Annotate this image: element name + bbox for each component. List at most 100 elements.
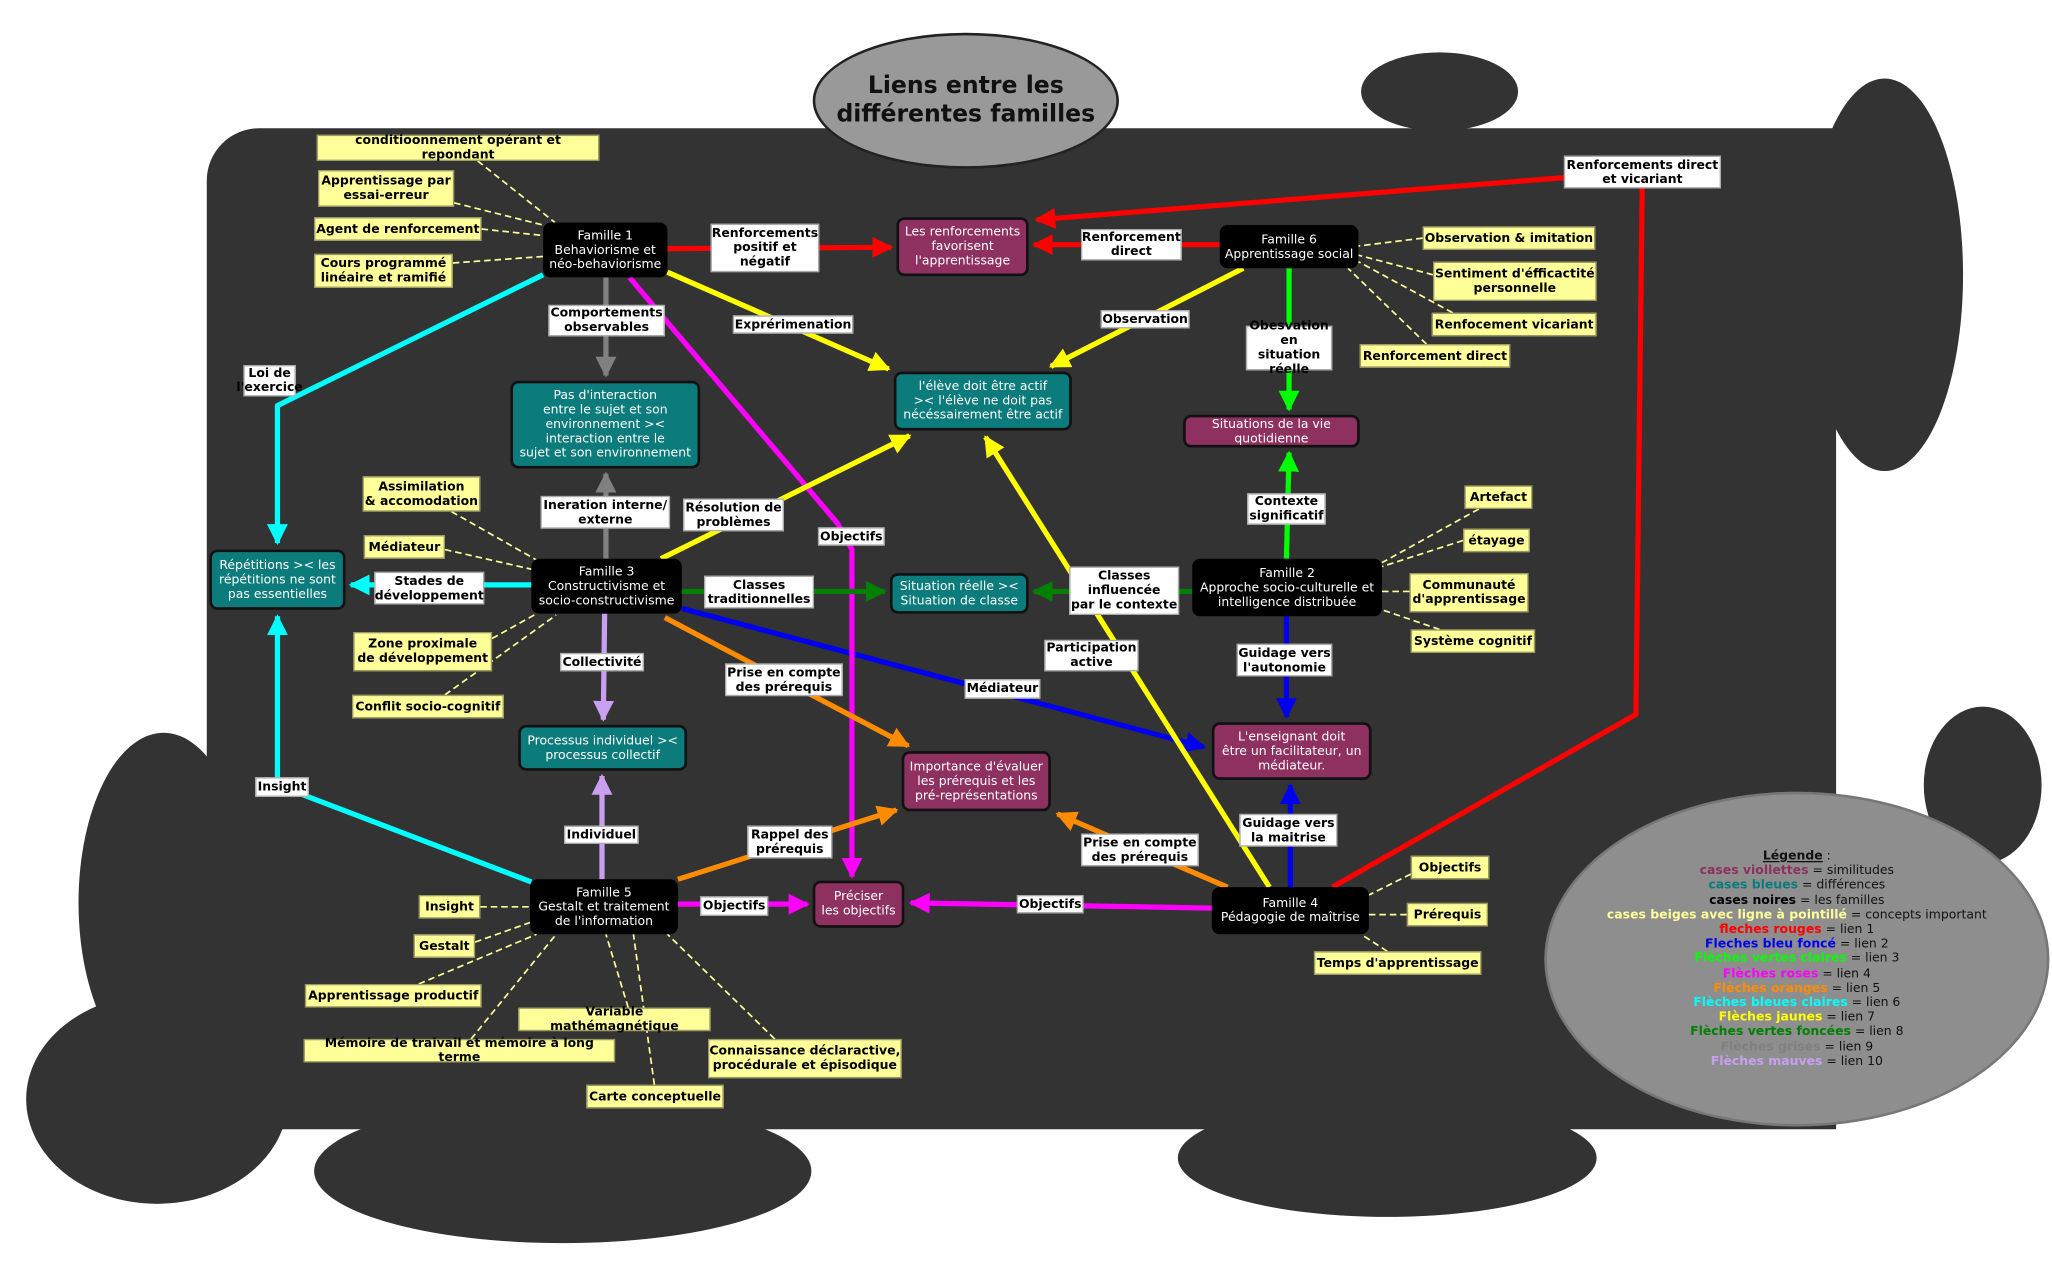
- similarity-renforcements[interactable]: Les renforcements favorisent l'apprentis…: [896, 217, 1029, 277]
- family-5-node[interactable]: Famille 5 Gestalt et traitement de l'inf…: [530, 879, 678, 935]
- difference-interaction[interactable]: Pas d'interaction entre le sujet et son …: [510, 380, 701, 469]
- legend-item-key: Flèches vertes foncées: [1690, 1025, 1851, 1040]
- concept-box[interactable]: Médiateur: [363, 535, 445, 559]
- legend-heading-row: Légende :: [1763, 849, 1831, 864]
- link-label: Classes traditionnelles: [704, 575, 815, 609]
- family-1-node[interactable]: Famille 1 Behaviorisme et néo-behavioris…: [543, 222, 668, 278]
- concept-box[interactable]: Connaissance déclaractive, procédurale e…: [708, 1038, 902, 1079]
- concept-box[interactable]: Sentiment d'éfficactité personnelle: [1433, 261, 1597, 301]
- family-6-node[interactable]: Famille 6 Apprentissage social: [1219, 225, 1359, 269]
- concept-box[interactable]: Variable mathémagnétique: [518, 1005, 711, 1034]
- legend-item-meaning: = lien 9: [1820, 1039, 1874, 1055]
- similarity-enseignant[interactable]: L'enseignant doit être un facilitateur, …: [1211, 722, 1372, 780]
- link-label: Exprérimenation: [732, 315, 854, 334]
- concept-box[interactable]: Système cognitif: [1410, 629, 1536, 653]
- concept-box[interactable]: Assimilation & accomodation: [362, 476, 481, 512]
- concept-box[interactable]: conditioonnement opérant et repondant: [316, 133, 600, 162]
- concept-box[interactable]: Gestalt: [413, 934, 476, 958]
- legend-item-meaning: = lien 7: [1822, 1010, 1876, 1025]
- legend-heading: Légende: [1762, 849, 1823, 864]
- legend-item: cases viollettes = similitudes: [1607, 864, 1987, 879]
- concept-box[interactable]: Renforcement direct: [1359, 344, 1511, 368]
- legend-item-key: cases viollettes: [1699, 863, 1809, 879]
- link-label: Comportements observables: [548, 304, 665, 337]
- link-label: Renforcement direct: [1080, 228, 1182, 261]
- similarity-preciser[interactable]: Préciser les objectifs: [812, 880, 905, 928]
- legend-item: Flèches vertes foncées = lien 8: [1607, 1025, 1987, 1040]
- legend-item: fleches rouges = lien 1: [1607, 922, 1987, 937]
- concept-box[interactable]: Communauté d'apprentissage: [1409, 573, 1529, 613]
- legend: Légende : cases viollettes = similitudes…: [1544, 791, 2050, 1127]
- legend-item: cases beiges avec ligne à pointillé = co…: [1607, 908, 1987, 923]
- concept-box[interactable]: Renfocement vicariant: [1431, 312, 1597, 337]
- legend-item-meaning: = lien 2: [1835, 937, 1889, 952]
- legend-item-key: cases beiges avec ligne à pointillé: [1606, 907, 1847, 923]
- legend-item-meaning: = concepts important: [1846, 907, 1987, 923]
- similarity-importance[interactable]: Importance d'évaluer les prérequis et le…: [901, 751, 1051, 812]
- legend-item-meaning: = similitudes: [1808, 863, 1895, 879]
- link-label: Prise en compte des prérequis: [1080, 833, 1199, 867]
- link-label: Guidage vers l'autonomie: [1236, 643, 1333, 677]
- concept-box[interactable]: Observation & imitation: [1422, 226, 1596, 250]
- legend-item-key: fleches rouges: [1719, 922, 1822, 937]
- legend-item: Flèches oranges = lien 5: [1607, 981, 1987, 996]
- legend-item-key: Flèches mauves: [1710, 1054, 1823, 1069]
- concept-box[interactable]: Objectifs: [1410, 855, 1490, 880]
- link-label: Obesvation en situation réelle: [1245, 319, 1333, 377]
- link-label: Médiateur: [964, 679, 1041, 699]
- concept-box[interactable]: Mémoire de traivail et mémoire à long te…: [303, 1036, 616, 1065]
- link-label: Résolution de problèmes: [683, 498, 784, 532]
- legend-item: cases bleues = différences: [1607, 878, 1987, 893]
- link-label: Renforcements positif et négatif: [710, 223, 820, 273]
- link-label: Objectifs: [700, 896, 769, 916]
- difference-processus[interactable]: Processus individuel >< processus collec…: [518, 724, 688, 771]
- legend-item-key: cases bleues: [1708, 878, 1799, 893]
- link-label: Objectifs: [817, 527, 885, 546]
- difference-repetitions[interactable]: Répétitions >< les répétitions ne sont p…: [209, 549, 346, 610]
- legend-item-key: Flèches vertes claires: [1694, 951, 1847, 967]
- yellow-arrow: [659, 433, 912, 562]
- link-label: Loi de l'exercice: [236, 365, 303, 397]
- legend-item-meaning: = lien 6: [1847, 995, 1901, 1011]
- difference-situation[interactable]: Situation réelle >< Situation de classe: [889, 573, 1029, 614]
- family-4-node[interactable]: Famille 4 Pédagogie de maîtrise: [1211, 887, 1369, 935]
- difference-actif[interactable]: l'élève doit être actif >< l'élève ne do…: [893, 371, 1072, 431]
- concept-box[interactable]: Conflit socio-cognitif: [352, 694, 504, 719]
- legend-item: Flèches mauves = lien 10: [1607, 1054, 1987, 1069]
- concept-box[interactable]: Apprentissage productif: [304, 983, 482, 1008]
- legend-item: Flèches bleues claires = lien 6: [1607, 996, 1987, 1011]
- family-3-node[interactable]: Famille 3 Constructivisme et socio-const…: [531, 558, 682, 614]
- link-label: Insight: [255, 777, 309, 797]
- concept-box[interactable]: Prérequis: [1406, 902, 1488, 927]
- floral-decoration: [1361, 52, 1519, 131]
- link-label: Prise en compte des prérequis: [725, 663, 843, 697]
- link-label: Classes influencée par le contexte: [1069, 566, 1180, 615]
- concept-box[interactable]: étayage: [1463, 528, 1530, 553]
- concept-box[interactable]: Carte conceptuelle: [586, 1084, 724, 1109]
- link-label: Objectifs: [1016, 895, 1084, 914]
- concept-box[interactable]: Agent de renforcement: [314, 217, 482, 241]
- legend-item-key: Fleches bleu foncé: [1705, 937, 1836, 952]
- concept-box[interactable]: Zone proximale de développement: [353, 632, 493, 672]
- blue-arrow: [681, 605, 1207, 753]
- legend-item: Flèches jaunes = lien 7: [1607, 1010, 1987, 1025]
- concept-dashed-lines: [418, 160, 1480, 1085]
- link-label: Collectivité: [560, 652, 644, 672]
- concept-box[interactable]: Artefact: [1464, 485, 1533, 510]
- link-label: Contexte significatif: [1247, 493, 1326, 525]
- link-label: Individuel: [564, 825, 639, 844]
- legend-item-meaning: = les familles: [1796, 893, 1885, 908]
- concept-box[interactable]: Temps d'apprentissage: [1313, 951, 1482, 975]
- concept-box[interactable]: Apprentissage par essai-erreur: [318, 170, 455, 207]
- legend-item-meaning: = lien 4: [1818, 966, 1871, 981]
- similarity-situations-vie[interactable]: Situations de la vie quotidienne: [1183, 414, 1360, 448]
- concept-box[interactable]: Cours programmé linéaire et ramifié: [314, 253, 453, 288]
- link-label: Observation: [1100, 310, 1190, 329]
- concept-box[interactable]: Insight: [418, 895, 481, 919]
- family-2-node[interactable]: Famille 2 Approche socio-culturelle et i…: [1192, 558, 1382, 617]
- legend-item-key: Flèches jaunes: [1718, 1010, 1823, 1025]
- legend-item-key: Flèches roses: [1722, 966, 1819, 981]
- red-arrow: [1034, 168, 1646, 890]
- legend-item-key: cases noires: [1709, 893, 1797, 908]
